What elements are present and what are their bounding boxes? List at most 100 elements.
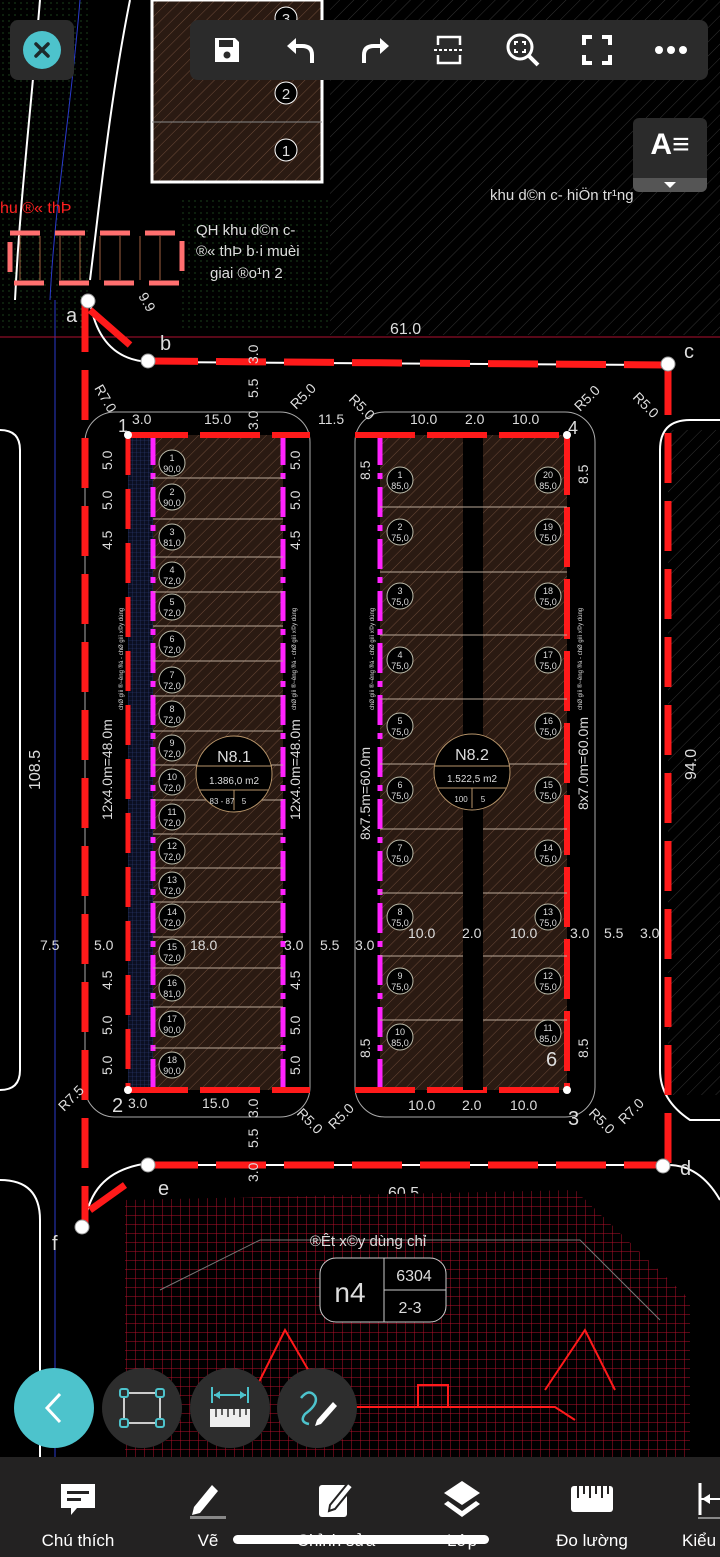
svg-text:7: 7 bbox=[397, 843, 402, 853]
rectangle-select-button[interactable] bbox=[102, 1368, 182, 1448]
measure-button[interactable] bbox=[190, 1368, 270, 1448]
dropdown-arrow-icon bbox=[633, 178, 707, 192]
svg-text:75,0: 75,0 bbox=[391, 982, 409, 992]
svg-text:1: 1 bbox=[397, 470, 402, 480]
svg-text:18: 18 bbox=[543, 586, 553, 596]
svg-text:5.5: 5.5 bbox=[320, 937, 340, 953]
svg-text:5.0: 5.0 bbox=[99, 450, 115, 470]
svg-text:3.0: 3.0 bbox=[640, 925, 660, 941]
svg-text:10: 10 bbox=[395, 1027, 405, 1037]
svg-text:3.0: 3.0 bbox=[245, 1098, 261, 1118]
svg-text:94.0: 94.0 bbox=[683, 749, 700, 780]
svg-text:f: f bbox=[52, 1233, 58, 1255]
tab-dimension-style[interactable]: Kiểu bbox=[676, 1457, 720, 1557]
block-n8-1-label: N8.1 1.386,0 m2 83 - 87 5 bbox=[195, 735, 273, 813]
svg-text:12x4.0m=48.0m: 12x4.0m=48.0m bbox=[99, 719, 115, 820]
svg-text:2.0: 2.0 bbox=[465, 411, 485, 427]
svg-text:8: 8 bbox=[169, 704, 174, 714]
redo-button[interactable] bbox=[353, 28, 397, 72]
svg-text:5.0: 5.0 bbox=[287, 490, 303, 510]
svg-text:72,0: 72,0 bbox=[163, 681, 181, 691]
svg-text:4: 4 bbox=[568, 418, 578, 438]
svg-text:85,0: 85,0 bbox=[539, 1034, 557, 1044]
svg-text:75,0: 75,0 bbox=[539, 918, 557, 928]
svg-text:1: 1 bbox=[169, 453, 174, 463]
text-style-button[interactable]: A≡ bbox=[633, 118, 707, 192]
undo-button[interactable] bbox=[279, 28, 323, 72]
svg-text:1: 1 bbox=[282, 143, 290, 160]
svg-text:4.5: 4.5 bbox=[99, 970, 115, 990]
svg-text:e: e bbox=[158, 1178, 169, 1200]
svg-text:10.0: 10.0 bbox=[512, 411, 539, 427]
text-style-icon: A≡ bbox=[650, 128, 690, 161]
svg-text:3.0: 3.0 bbox=[245, 344, 261, 364]
chevron-left-icon bbox=[44, 1392, 62, 1424]
svg-text:4.5: 4.5 bbox=[99, 530, 115, 550]
svg-text:n4: n4 bbox=[334, 1277, 365, 1308]
svg-text:72,0: 72,0 bbox=[163, 749, 181, 759]
svg-text:72,0: 72,0 bbox=[163, 886, 181, 896]
svg-text:R5.0: R5.0 bbox=[571, 382, 603, 414]
section-button[interactable] bbox=[427, 28, 471, 72]
svg-text:14: 14 bbox=[167, 907, 177, 917]
svg-text:10.0: 10.0 bbox=[510, 1097, 537, 1113]
svg-text:N8.2: N8.2 bbox=[455, 747, 489, 764]
svg-text:75,0: 75,0 bbox=[539, 597, 557, 607]
svg-text:15: 15 bbox=[167, 942, 177, 952]
svg-text:b: b bbox=[160, 333, 171, 355]
svg-text:8x7.0m=60.0m: 8x7.0m=60.0m bbox=[575, 717, 591, 810]
tab-draw[interactable]: Vẽ bbox=[168, 1457, 248, 1557]
more-button[interactable] bbox=[649, 28, 693, 72]
svg-text:72,0: 72,0 bbox=[163, 918, 181, 928]
svg-text:2: 2 bbox=[282, 86, 290, 103]
svg-text:2.0: 2.0 bbox=[462, 1097, 482, 1113]
zoom-extents-button[interactable] bbox=[501, 28, 545, 72]
fullscreen-button[interactable] bbox=[575, 28, 619, 72]
svg-text:17: 17 bbox=[167, 1014, 177, 1024]
svg-text:16: 16 bbox=[543, 716, 553, 726]
top-toolbar bbox=[190, 20, 708, 80]
ruler-icon bbox=[571, 1486, 613, 1512]
svg-text:12: 12 bbox=[167, 841, 177, 851]
svg-text:72,0: 72,0 bbox=[163, 645, 181, 655]
svg-text:14: 14 bbox=[543, 843, 553, 853]
save-button[interactable] bbox=[205, 28, 249, 72]
svg-text:5: 5 bbox=[169, 597, 174, 607]
svg-text:10.0: 10.0 bbox=[408, 1097, 435, 1113]
dimension-style-icon bbox=[698, 1483, 720, 1519]
close-button[interactable] bbox=[23, 31, 61, 69]
close-panel bbox=[10, 20, 74, 80]
svg-text:7.5: 7.5 bbox=[40, 937, 60, 953]
svg-text:1.386,0 m2: 1.386,0 m2 bbox=[209, 776, 259, 787]
svg-text:12: 12 bbox=[543, 971, 553, 981]
svg-text:81,0: 81,0 bbox=[163, 989, 181, 999]
svg-text:75,0: 75,0 bbox=[391, 918, 409, 928]
fullscreen-icon bbox=[582, 35, 612, 65]
svg-text:8.5: 8.5 bbox=[357, 1038, 373, 1058]
svg-text:5.0: 5.0 bbox=[287, 450, 303, 470]
svg-text:75,0: 75,0 bbox=[391, 791, 409, 801]
svg-text:75,0: 75,0 bbox=[391, 533, 409, 543]
svg-text:2: 2 bbox=[112, 1095, 123, 1117]
svg-text:chØ giíi ®−êng ®á - chØ giíi x: chØ giíi ®−êng ®á - chØ giíi x©y dùng bbox=[577, 608, 584, 710]
freehand-draw-button[interactable] bbox=[277, 1368, 357, 1448]
svg-text:20: 20 bbox=[543, 470, 553, 480]
svg-text:3.0: 3.0 bbox=[245, 410, 261, 430]
svg-text:®« thÞ b·i muèi: ®« thÞ b·i muèi bbox=[196, 243, 300, 260]
svg-text:3: 3 bbox=[397, 586, 402, 596]
svg-text:10.0: 10.0 bbox=[410, 411, 437, 427]
svg-text:72,0: 72,0 bbox=[163, 852, 181, 862]
svg-text:3.0: 3.0 bbox=[570, 925, 590, 941]
back-button[interactable] bbox=[14, 1368, 94, 1448]
svg-text:5.0: 5.0 bbox=[99, 490, 115, 510]
svg-text:3: 3 bbox=[568, 1108, 579, 1130]
svg-text:4: 4 bbox=[169, 565, 174, 575]
undo-icon bbox=[287, 38, 314, 63]
freehand-draw-icon bbox=[300, 1391, 337, 1426]
tab-measure[interactable]: Đo lường bbox=[540, 1457, 644, 1557]
tab-annotate[interactable]: Chú thích bbox=[30, 1457, 126, 1557]
svg-text:3.0: 3.0 bbox=[284, 937, 304, 953]
svg-text:R5.0: R5.0 bbox=[346, 391, 378, 423]
svg-text:17: 17 bbox=[543, 650, 553, 660]
